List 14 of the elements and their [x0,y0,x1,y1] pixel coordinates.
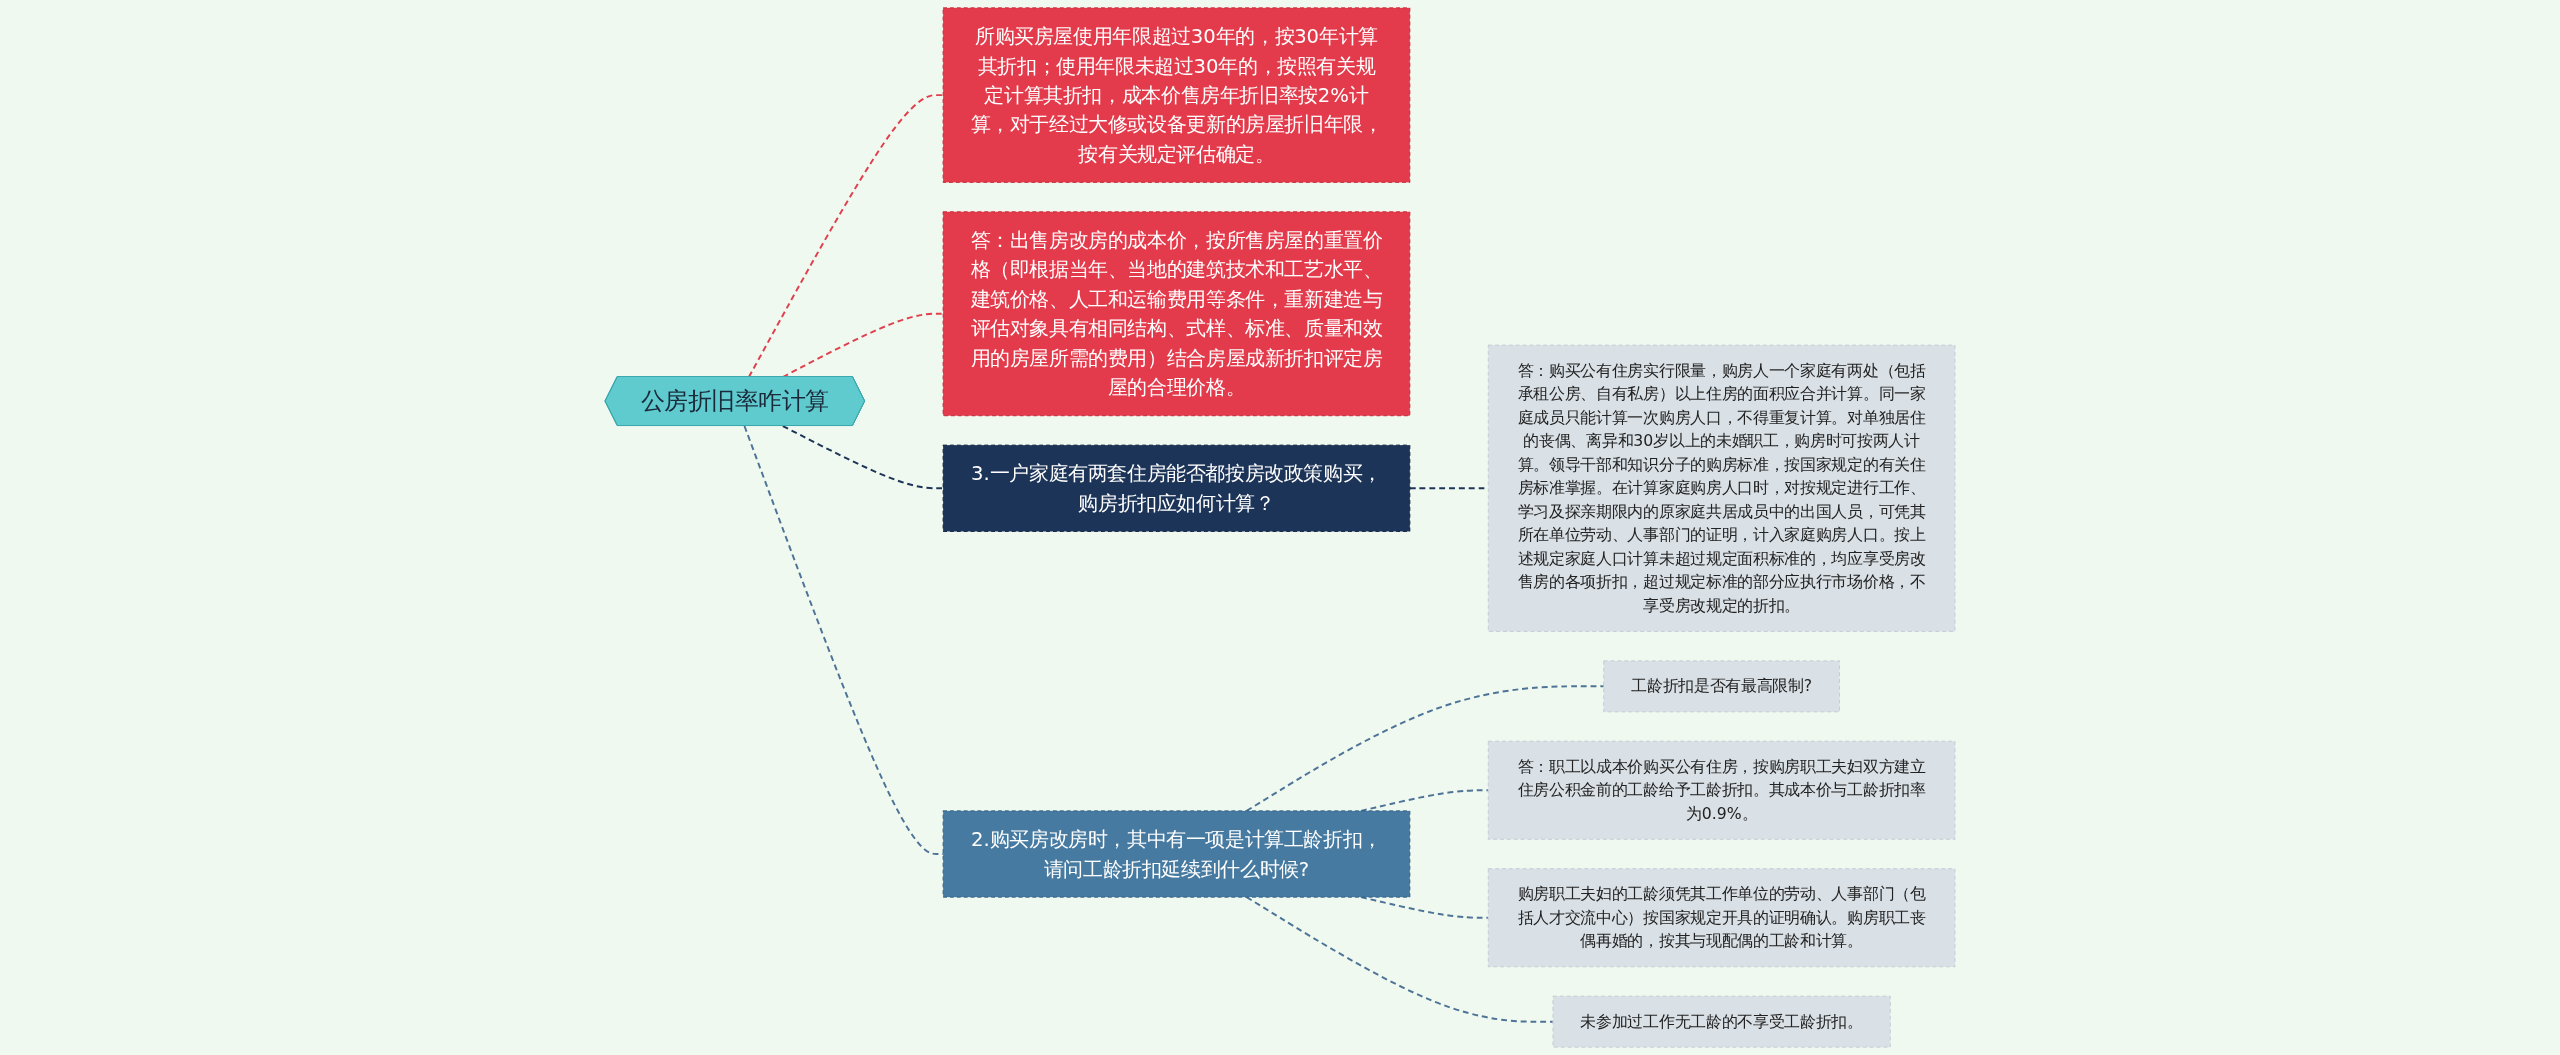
connector [747,94,945,378]
connector [1245,685,1605,812]
node-box: 答：职工以成本价购买公有住房，按购房职工夫妇双方建立住房公积金前的工龄给予工龄折扣。其成本价与工龄折扣率为0.9%。 [1487,740,1956,840]
node-box: 答：购买公有住房实行限量，购房人一个家庭有两处（包括承租公房、自有私房）以上住房的面积应合并计算。同一家庭成员只能计算一次购房人口，不得重复计算。对单独居住的丧偶、离异和30岁以上的未婚职工，购房时可按两人计算。领导干部和知识分子的购房标准，按国家规定的有关住房标准掌握。在计算家庭购房人口时，对按规定进行工作、学习及探亲期限内的原家庭共居成员中的出国人员，可凭其所在单位劳动、人事部门的证明，计入家庭购房人口。按上述规定家庭人口计算未超过规定面积标准的，均应享受房改售房的各项折扣，超过规定标准的部分应执行市场价格，不享受房改规定的折扣。 [1487,344,1956,632]
node-box: 所购买房屋使用年限超过30年的，按30年计算其折扣；使用年限未超过30年的，按照有关规定计算其折扣，成本价售房年折旧率按2%计算，对于经过大修或设备更新的房屋折旧年限，按有关规定评估确定。 [942,7,1411,183]
node-box: 工龄折扣是否有最高限制? [1603,660,1840,713]
node-box: 未参加过工作无工龄的不享受工龄折扣。 [1552,995,1891,1048]
connector [743,425,945,855]
connector [1245,896,1554,1023]
node-box: 购房职工夫妇的工龄须凭其工作单位的劳动、人事部门（包括人才交流中心）按国家规定开具的证明确认。购房职工丧偶再婚的，按其与现配偶的工龄和计算。 [1487,868,1956,968]
node-box: 3.一户家庭有两套住房能否都按房改政策购买，购房折扣应如何计算？ [942,444,1411,532]
node-box: 2.购买房改房时，其中有一项是计算工龄折扣，请问工龄折扣延续到什么时候? [942,810,1411,898]
connector [781,425,945,490]
node-box: 答：出售房改房的成本价，按所售房屋的重置价格（即根据当年、当地的建筑技术和工艺水平、建筑价格、人工和运输费用等条件，重新建造与评估对象具有相同结构、式样、标准、质量和效用的房屋所需的费用）结合房屋成新折扣评定房屋的合理价格。 [942,211,1411,417]
